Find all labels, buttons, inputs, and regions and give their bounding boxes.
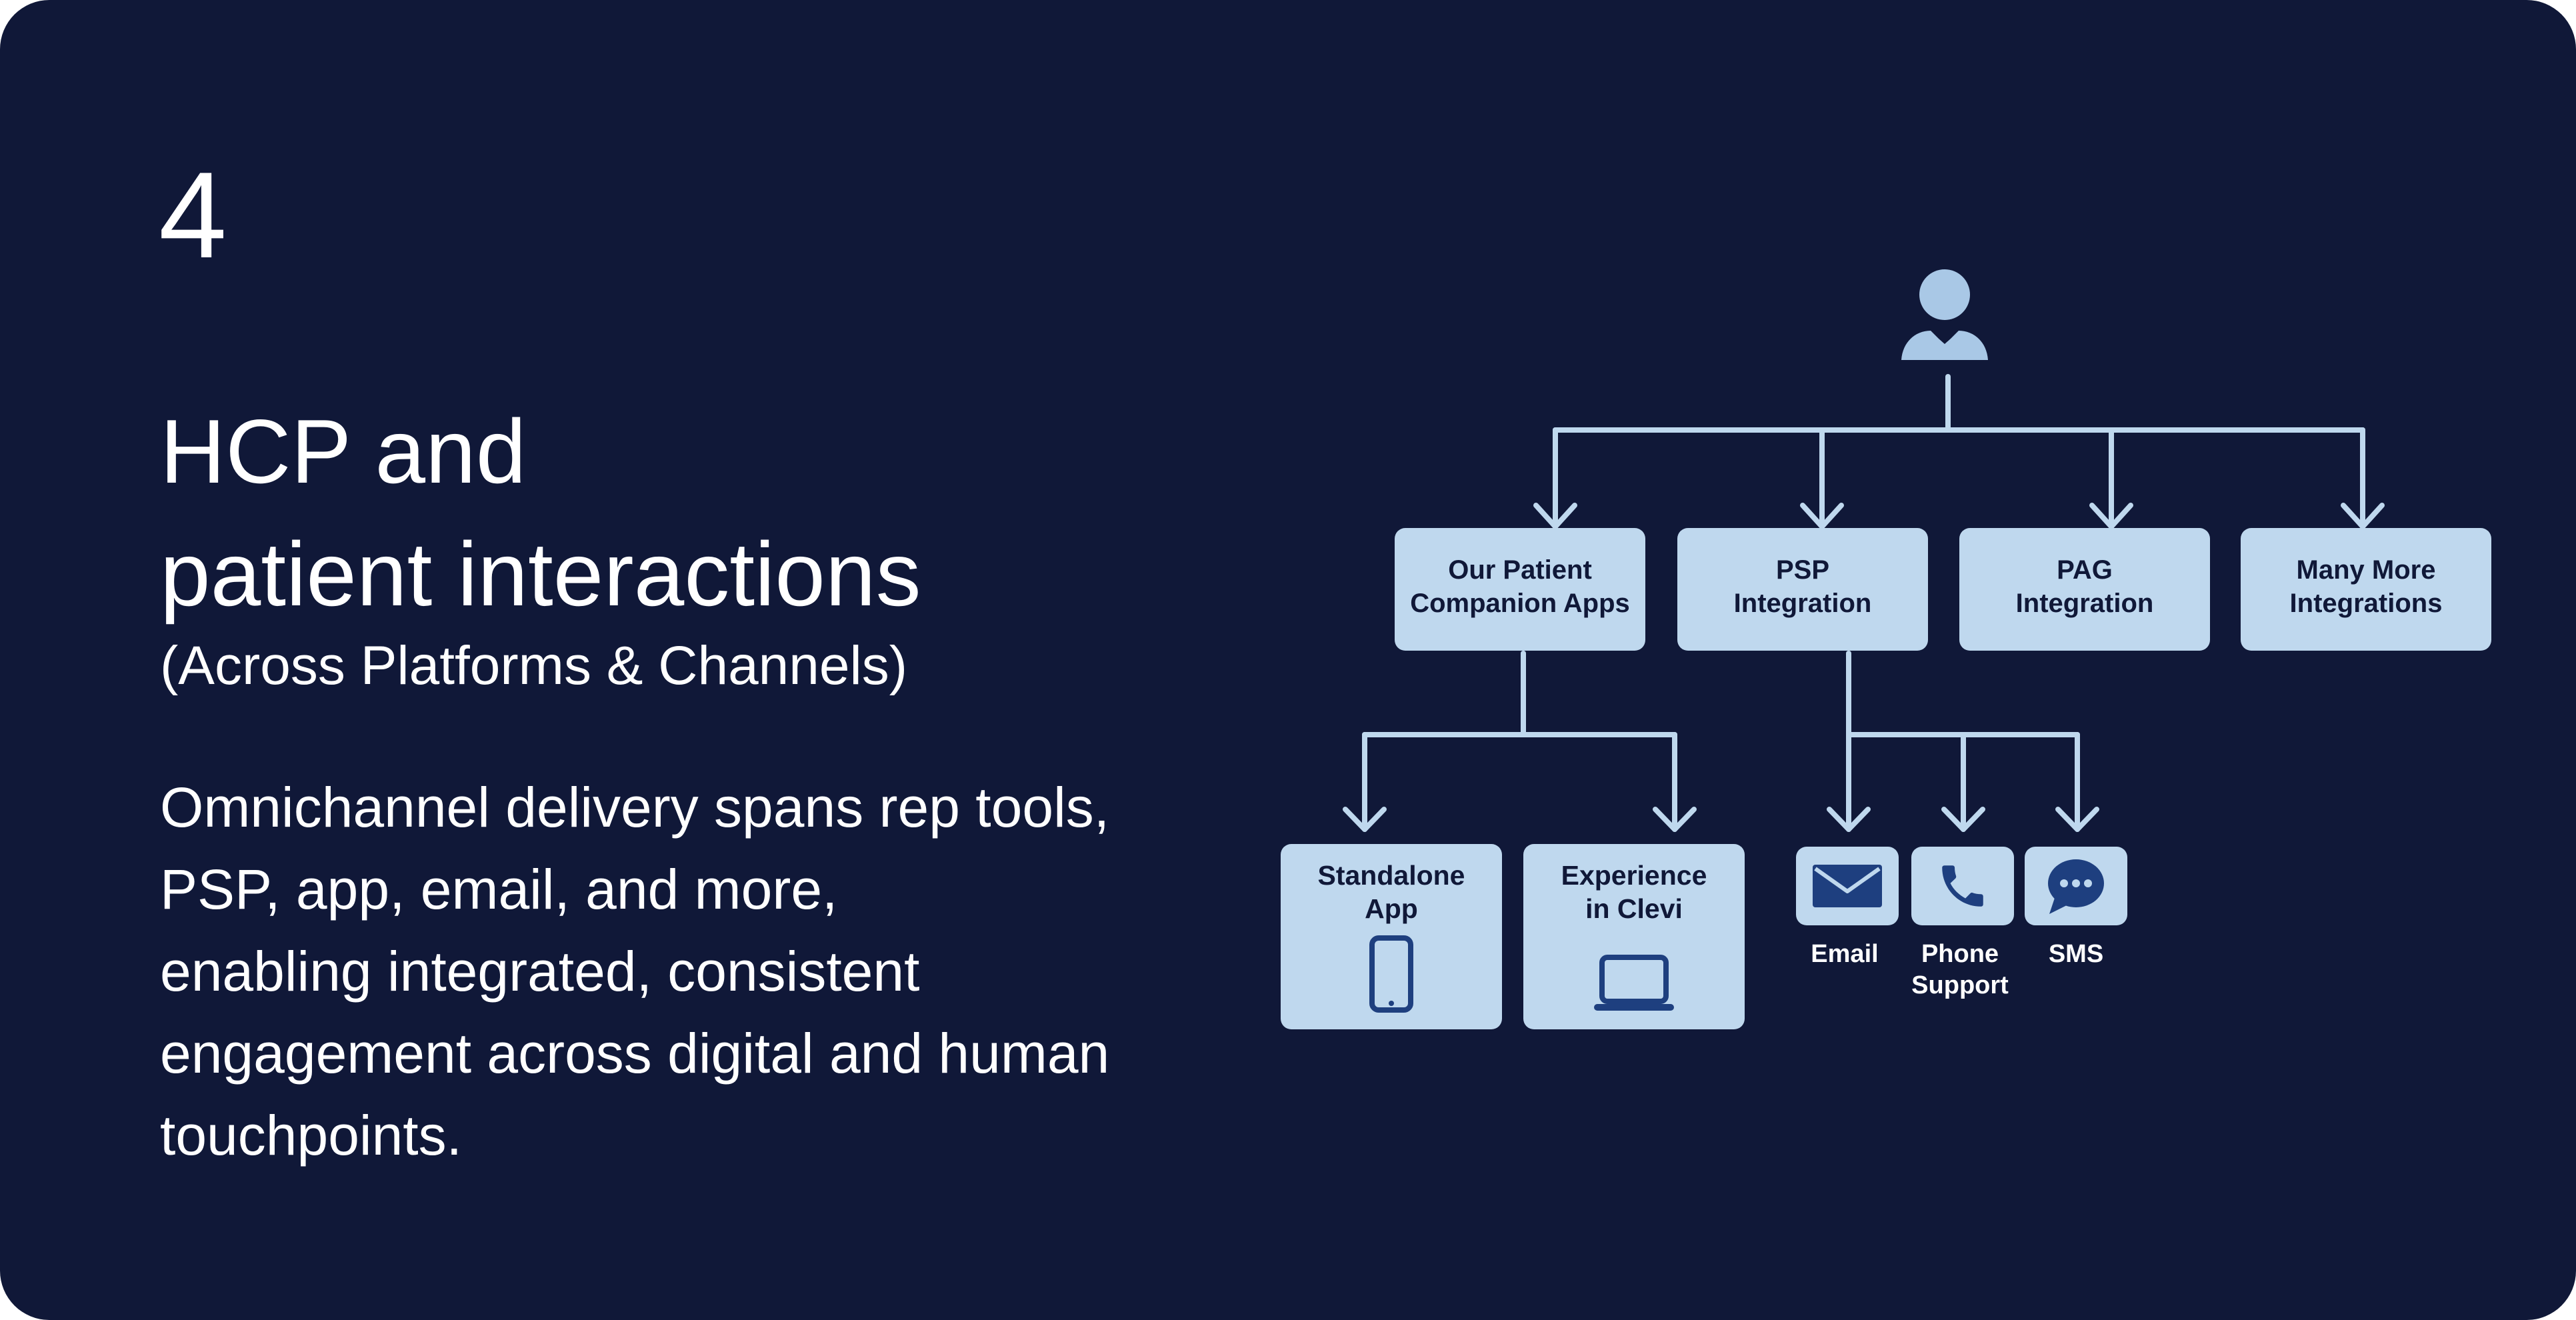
phone-support-label-line-1: Phone bbox=[1921, 940, 1999, 968]
box-many-more-integrations-line-1: Many More bbox=[2296, 555, 2436, 585]
box-experience-in-clevi: Experience in Clevi bbox=[1523, 844, 1745, 1029]
box-standalone-app: Standalone App bbox=[1281, 844, 1502, 1029]
box-patient-companion-apps-line-1: Our Patient bbox=[1448, 555, 1592, 585]
arrowhead-more bbox=[2341, 503, 2385, 529]
body-line-1: Omnichannel delivery spans rep tools, bbox=[160, 776, 1110, 839]
arrowhead-pag bbox=[2089, 503, 2133, 529]
body-line-3: enabling integrated, consistent bbox=[160, 940, 920, 1003]
person-icon bbox=[1901, 269, 1988, 360]
box-pag-integration-line-2: Integration bbox=[2015, 589, 2154, 618]
phone-support-label: Phone Support bbox=[1887, 939, 2033, 1001]
sms-channel-tile bbox=[2025, 847, 2127, 925]
laptop-icon bbox=[1594, 955, 1674, 1011]
smartphone-icon bbox=[1369, 935, 1413, 1013]
arrowhead-standalone bbox=[1343, 807, 1387, 832]
sms-label: SMS bbox=[2003, 939, 2149, 970]
box-patient-companion-apps-line-2: Companion Apps bbox=[1410, 589, 1630, 618]
step-number: 4 bbox=[159, 146, 227, 283]
arrowhead-phone bbox=[1941, 807, 1985, 832]
box-standalone-app-line-2: App bbox=[1365, 893, 1418, 924]
box-pag-integration: PAG Integration bbox=[1959, 528, 2210, 651]
box-patient-companion-apps: Our Patient Companion Apps bbox=[1395, 528, 1645, 651]
box-experience-in-clevi-line-1: Experience bbox=[1561, 860, 1707, 891]
body-line-5: touchpoints. bbox=[160, 1104, 462, 1167]
box-psp-integration-line-1: PSP bbox=[1775, 555, 1830, 585]
body-line-2: PSP, app, email, and more, bbox=[160, 858, 838, 921]
arrowhead-clevi bbox=[1653, 807, 1697, 832]
box-psp-integration-line-2: Integration bbox=[1733, 589, 1872, 618]
chat-bubble-icon bbox=[2048, 859, 2104, 914]
phone-support-label-line-2: Support bbox=[1911, 971, 2009, 999]
box-experience-in-clevi-line-2: in Clevi bbox=[1585, 893, 1683, 924]
box-pag-integration-line-1: PAG bbox=[2057, 555, 2113, 585]
email-label-line-1: Email bbox=[1811, 940, 1879, 968]
body-line-4: engagement across digital and human bbox=[160, 1022, 1110, 1085]
page-subtitle: (Across Platforms & Channels) bbox=[160, 635, 908, 696]
box-many-more-integrations: Many More Integrations bbox=[2241, 528, 2491, 651]
email-label: Email bbox=[1771, 939, 1918, 970]
body-paragraph: Omnichannel delivery spans rep tools, PS… bbox=[160, 767, 1200, 1177]
arrowhead-email bbox=[1827, 807, 1871, 832]
phone-icon bbox=[1942, 865, 1983, 907]
phone-channel-tile bbox=[1911, 847, 2014, 925]
sms-label-line-1: SMS bbox=[2048, 940, 2104, 968]
box-standalone-app-line-1: Standalone bbox=[1317, 860, 1465, 891]
email-channel-tile bbox=[1796, 847, 1899, 925]
envelope-icon bbox=[1813, 865, 1882, 907]
arrowhead-sms bbox=[2055, 807, 2099, 832]
arrowhead-psp bbox=[1800, 503, 1844, 529]
box-psp-integration: PSP Integration bbox=[1677, 528, 1928, 651]
title-line-2: patient interactions bbox=[160, 523, 921, 625]
arrowhead-apps bbox=[1533, 503, 1577, 529]
page-title: HCP and patient interactions bbox=[160, 390, 1227, 635]
box-many-more-integrations-line-2: Integrations bbox=[2289, 589, 2443, 618]
title-line-1: HCP and bbox=[160, 401, 527, 502]
